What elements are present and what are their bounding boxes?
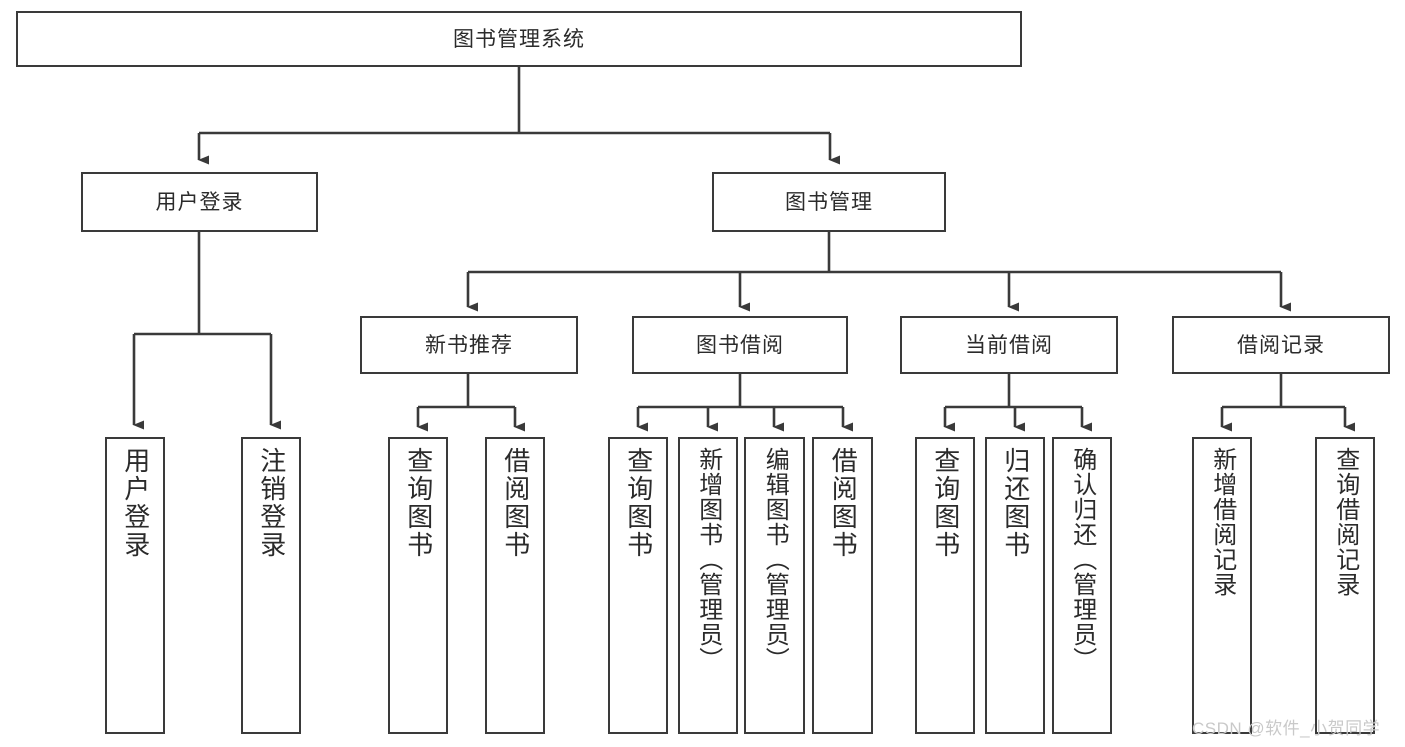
node-new-book-recommend-label: 新书推荐 xyxy=(425,333,513,357)
node-root[interactable]: 图书管理系统 xyxy=(16,11,1022,67)
node-leaf-logout-label: 注销登录 xyxy=(256,447,287,559)
node-leaf-add-book[interactable]: 新增图书（管理员） xyxy=(678,437,738,734)
node-leaf-query-book-1-label: 查询图书 xyxy=(403,447,434,559)
node-leaf-confirm-return[interactable]: 确认归还（管理员） xyxy=(1052,437,1112,734)
node-current-borrow-label: 当前借阅 xyxy=(965,333,1053,357)
node-user-login-label: 用户登录 xyxy=(155,190,244,214)
node-leaf-return-book-label: 归还图书 xyxy=(1000,447,1031,559)
node-leaf-return-book[interactable]: 归还图书 xyxy=(985,437,1045,734)
node-new-book-recommend[interactable]: 新书推荐 xyxy=(360,316,578,374)
node-leaf-edit-book[interactable]: 编辑图书（管理员） xyxy=(744,437,805,734)
node-leaf-borrow-book-1-label: 借阅图书 xyxy=(500,447,531,559)
csdn-watermark: CSDN @软件_小贺同学 xyxy=(1192,719,1381,738)
node-leaf-query-record[interactable]: 查询借阅记录 xyxy=(1315,437,1375,734)
node-leaf-query-book-2[interactable]: 查询图书 xyxy=(608,437,668,734)
node-book-manage-label: 图书管理 xyxy=(785,190,873,214)
node-user-login[interactable]: 用户登录 xyxy=(81,172,318,232)
node-leaf-borrow-book-1[interactable]: 借阅图书 xyxy=(485,437,545,734)
node-leaf-logout[interactable]: 注销登录 xyxy=(241,437,301,734)
node-leaf-user-login-label: 用户登录 xyxy=(120,447,151,559)
node-leaf-borrow-book-2-label: 借阅图书 xyxy=(828,447,859,559)
node-leaf-query-book-1[interactable]: 查询图书 xyxy=(388,437,448,734)
node-leaf-query-book-3[interactable]: 查询图书 xyxy=(915,437,975,734)
node-leaf-edit-book-label: 编辑图书（管理员） xyxy=(761,447,789,672)
node-leaf-query-book-3-label: 查询图书 xyxy=(930,447,961,559)
node-root-label: 图书管理系统 xyxy=(453,27,585,51)
node-leaf-add-record[interactable]: 新增借阅记录 xyxy=(1192,437,1252,734)
node-leaf-query-record-label: 查询借阅记录 xyxy=(1331,447,1359,597)
node-book-manage[interactable]: 图书管理 xyxy=(712,172,946,232)
node-current-borrow[interactable]: 当前借阅 xyxy=(900,316,1118,374)
node-leaf-confirm-return-label: 确认归还（管理员） xyxy=(1068,447,1096,672)
node-leaf-add-record-label: 新增借阅记录 xyxy=(1208,447,1236,597)
node-leaf-add-book-label: 新增图书（管理员） xyxy=(694,447,722,672)
node-borrow-record[interactable]: 借阅记录 xyxy=(1172,316,1390,374)
node-borrow-record-label: 借阅记录 xyxy=(1237,333,1325,357)
node-book-borrow[interactable]: 图书借阅 xyxy=(632,316,848,374)
node-leaf-borrow-book-2[interactable]: 借阅图书 xyxy=(812,437,873,734)
node-book-borrow-label: 图书借阅 xyxy=(696,333,784,357)
node-leaf-query-book-2-label: 查询图书 xyxy=(623,447,654,559)
node-leaf-user-login[interactable]: 用户登录 xyxy=(105,437,165,734)
